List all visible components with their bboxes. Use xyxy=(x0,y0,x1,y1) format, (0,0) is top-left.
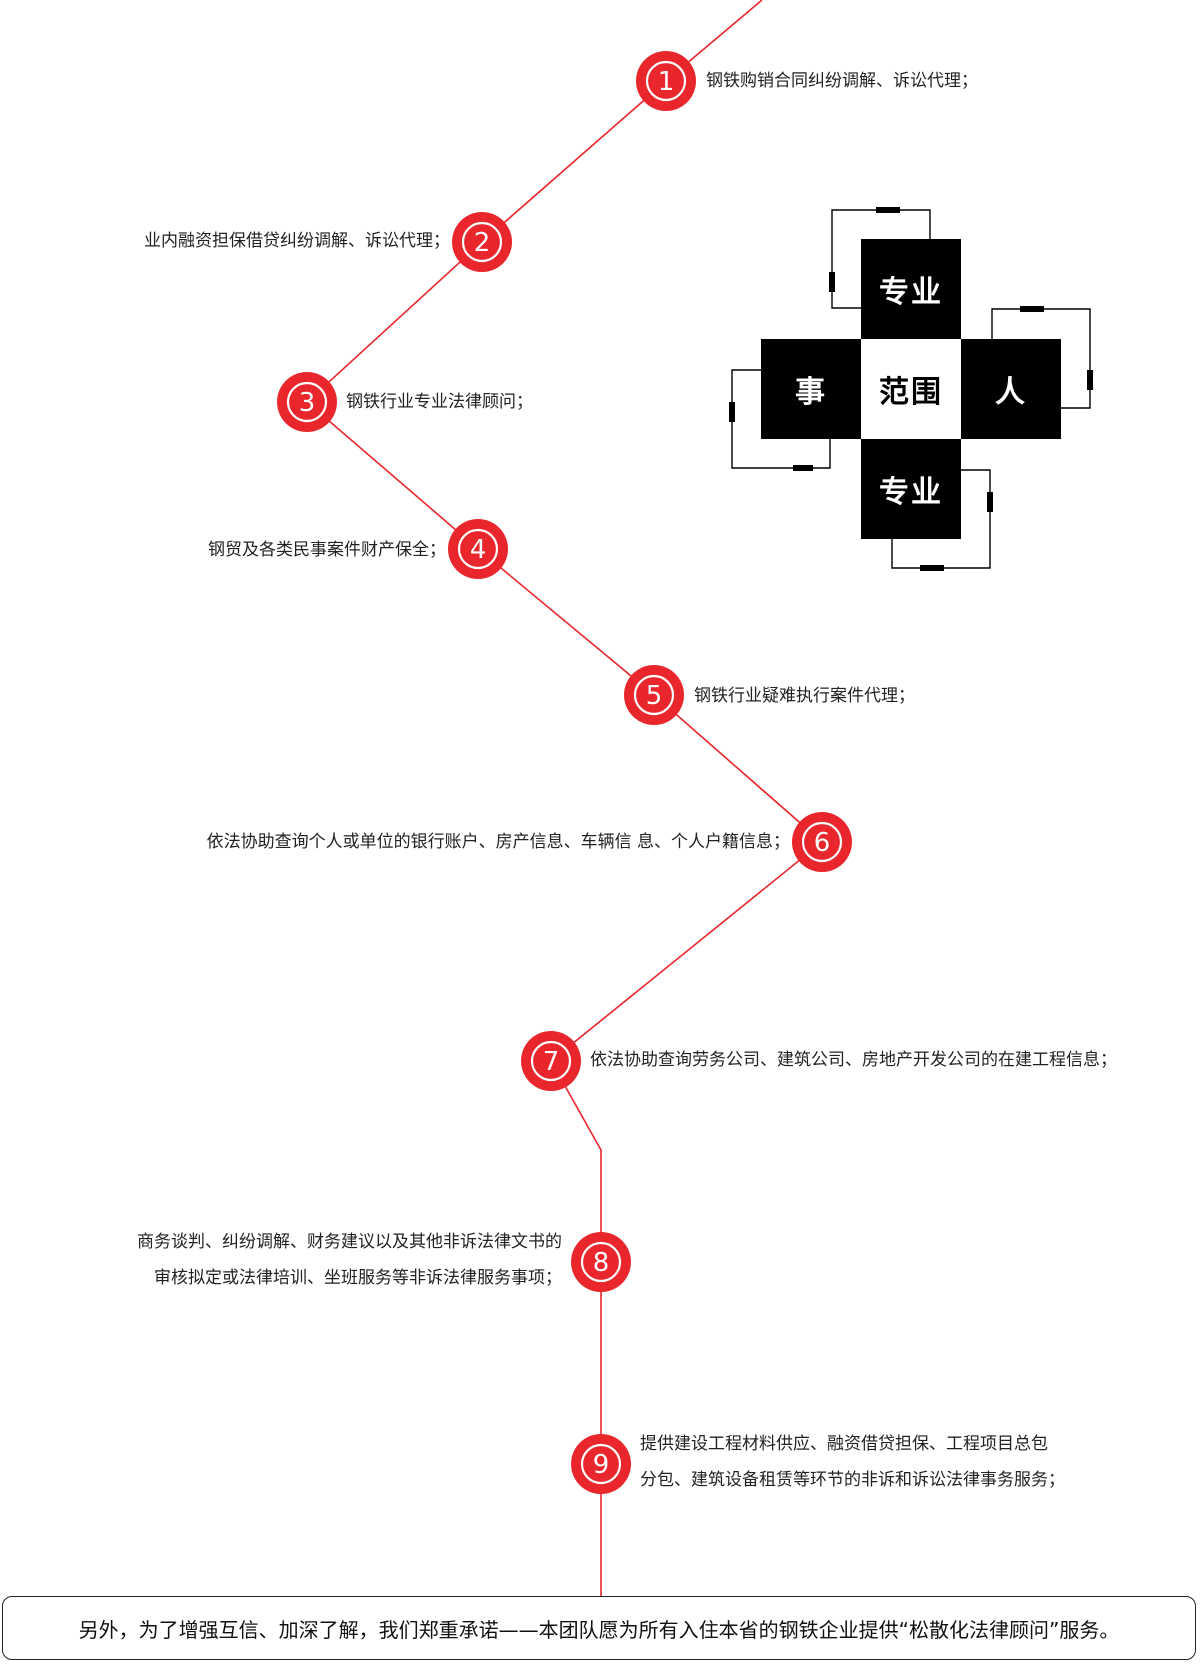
connector-bottom xyxy=(891,469,991,569)
step-marker-ring xyxy=(633,674,675,716)
step-7-line-1: 依法协助查询劳务公司、建筑公司、房地产开发公司的在建工程信息； xyxy=(590,1050,1117,1070)
step-marker-circle xyxy=(521,1031,581,1091)
step-text-6: 依法协助查询个人或单位的银行账户、房产信息、车辆信 息、个人户籍信息； xyxy=(100,824,790,860)
connector-bottom-bar-v xyxy=(987,492,993,512)
step-9-line-2: 分包、建筑设备租赁等环节的非诉和诉讼法律事务服务； xyxy=(640,1470,1065,1490)
step-8-line-1: 商务谈判、纠纷调解、财务建议以及其他非诉法律文书的 xyxy=(137,1232,562,1252)
step-marker-ring xyxy=(457,528,499,570)
step-6-line-1: 依法协助查询个人或单位的银行账户、房产信息、车辆信 息、个人户籍信息； xyxy=(206,832,790,852)
step-marker-ring xyxy=(530,1040,572,1082)
step-number: 5 xyxy=(646,681,663,711)
step-text-7: 依法协助查询劳务公司、建筑公司、房地产开发公司的在建工程信息； xyxy=(590,1042,1117,1078)
timeline-line xyxy=(305,0,824,1596)
step-text-1: 钢铁购销合同纠纷调解、诉讼代理； xyxy=(706,63,978,99)
step-marker-circle xyxy=(624,665,684,725)
footer-commitment-text: 另外，为了增强互信、加深了解，我们郑重承诺——本团队愿为所有入住本省的钢铁企业提… xyxy=(78,1617,1120,1642)
step-marker-1: 1 xyxy=(636,51,696,111)
step-marker-ring xyxy=(645,60,687,102)
connector-bottom-bar-h xyxy=(920,565,944,571)
step-marker-circle xyxy=(448,519,508,579)
connector-top-bar-v xyxy=(829,272,835,292)
step-number: 2 xyxy=(474,228,491,258)
cross-right-tile: 人 xyxy=(961,339,1061,439)
step-marker-4: 4 xyxy=(448,519,508,579)
step-markers: 1 2 3 4 5 6 7 8 9 xyxy=(277,51,852,1494)
step-number: 8 xyxy=(593,1248,610,1278)
step-text-2: 业内融资担保借贷纠纷调解、诉讼代理； xyxy=(80,223,450,259)
step-marker-8: 8 xyxy=(571,1232,631,1292)
cross-center-tile: 范围 xyxy=(861,339,961,439)
step-number: 3 xyxy=(299,388,316,418)
step-text-3: 钢铁行业专业法律顾问； xyxy=(346,384,533,420)
step-2-line-1: 业内融资担保借贷纠纷调解、诉讼代理； xyxy=(144,231,450,251)
step-marker-3: 3 xyxy=(277,372,337,432)
cross-top-tile: 专业 xyxy=(861,239,961,339)
step-marker-ring xyxy=(286,381,328,423)
step-marker-circle xyxy=(277,372,337,432)
cross-left-tile: 事 xyxy=(761,339,861,439)
step-marker-ring xyxy=(461,221,503,263)
connector-right-bar-h xyxy=(1020,306,1044,312)
connector-right xyxy=(991,308,1091,409)
step-marker-ring xyxy=(580,1443,622,1485)
step-text-4: 钢贸及各类民事案件财产保全； xyxy=(150,532,446,568)
step-1-line-1: 钢铁购销合同纠纷调解、诉讼代理； xyxy=(706,71,978,91)
step-marker-ring xyxy=(801,821,843,863)
step-marker-2: 2 xyxy=(452,212,512,272)
step-marker-6: 6 xyxy=(792,812,852,872)
step-marker-circle xyxy=(571,1232,631,1292)
footer-commitment-box: 另外，为了增强互信、加深了解，我们郑重承诺——本团队愿为所有入住本省的钢铁企业提… xyxy=(2,1596,1196,1660)
connector-right-bar-v xyxy=(1087,370,1093,390)
connector-left-bar-h xyxy=(793,465,813,471)
step-marker-circle xyxy=(792,812,852,872)
step-number: 4 xyxy=(470,535,487,565)
step-4-line-1: 钢贸及各类民事案件财产保全； xyxy=(208,540,446,560)
step-marker-7: 7 xyxy=(521,1031,581,1091)
step-number: 6 xyxy=(814,828,831,858)
step-marker-5: 5 xyxy=(624,665,684,725)
step-3-line-1: 钢铁行业专业法律顾问； xyxy=(346,392,533,412)
step-5-line-1: 钢铁行业疑难执行案件代理； xyxy=(694,686,915,706)
timeline-path xyxy=(305,0,824,1596)
connector-top xyxy=(831,209,931,309)
step-number: 9 xyxy=(593,1450,610,1480)
step-text-9: 提供建设工程材料供应、融资借贷担保、工程项目总包 分包、建筑设备租赁等环节的非诉… xyxy=(640,1426,1065,1498)
step-marker-circle xyxy=(636,51,696,111)
step-number: 7 xyxy=(543,1047,560,1077)
connector-top-bar-h xyxy=(876,207,900,213)
step-marker-9: 9 xyxy=(571,1434,631,1494)
step-marker-circle xyxy=(452,212,512,272)
step-number: 1 xyxy=(658,67,675,97)
step-text-8: 商务谈判、纠纷调解、财务建议以及其他非诉法律文书的 审核拟定或法律培训、坐班服务… xyxy=(60,1224,562,1296)
cross-bottom-tile: 专业 xyxy=(861,439,961,539)
step-marker-circle xyxy=(571,1434,631,1494)
step-8-line-2: 审核拟定或法律培训、坐班服务等非诉法律服务事项； xyxy=(154,1268,562,1288)
step-text-5: 钢铁行业疑难执行案件代理； xyxy=(694,678,915,714)
step-marker-ring xyxy=(580,1241,622,1283)
connector-left-bar-v xyxy=(729,402,735,422)
step-9-line-1: 提供建设工程材料供应、融资借贷担保、工程项目总包 xyxy=(640,1434,1048,1454)
